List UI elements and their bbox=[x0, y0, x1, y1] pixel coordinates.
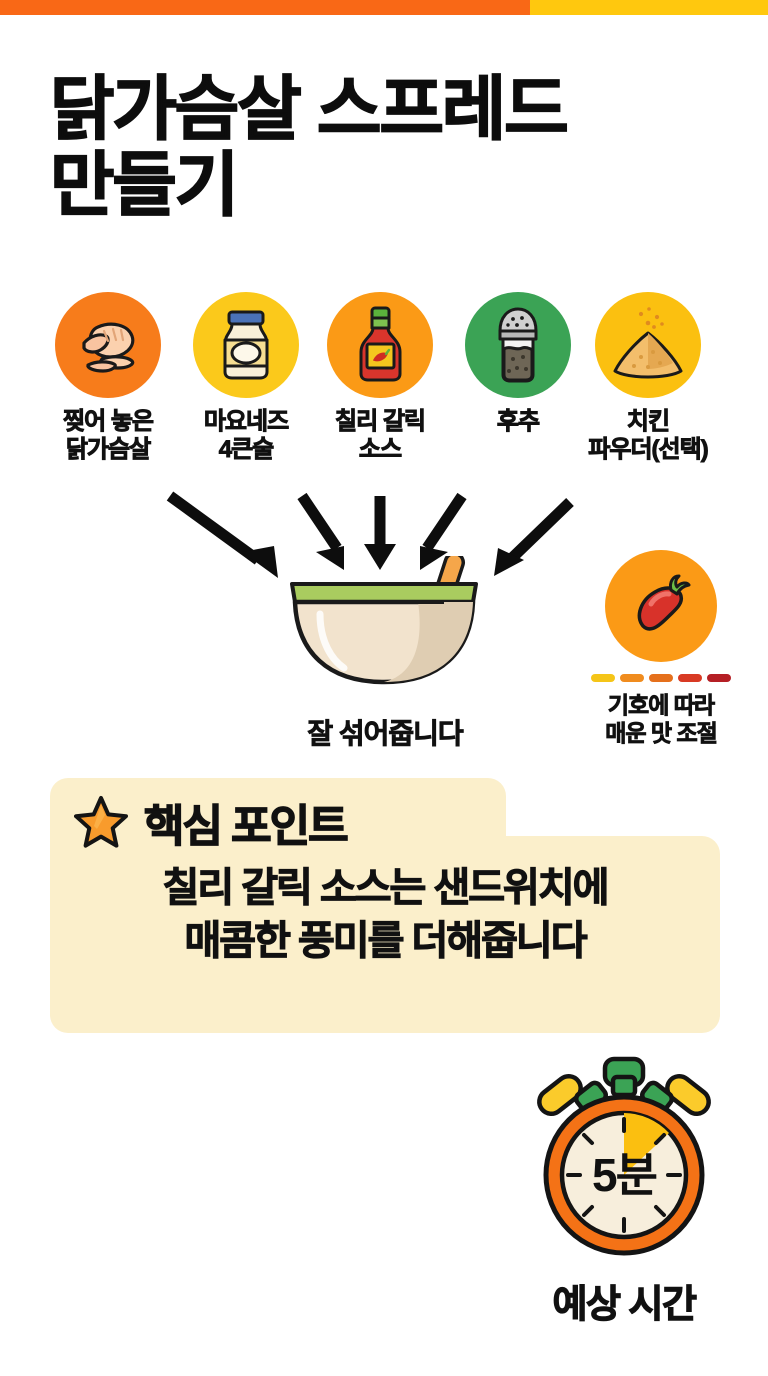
top-bar-yellow-segment bbox=[530, 0, 768, 15]
spice-segment-5 bbox=[707, 674, 731, 682]
ingredient-icon-badge bbox=[55, 292, 161, 398]
chili-sauce-bottle-icon bbox=[359, 306, 402, 382]
stopwatch-crown-stem bbox=[610, 1074, 638, 1098]
ingredient-label: 칠리 갈릭 소스 bbox=[335, 408, 427, 464]
ingredient-list: 찢어 놓은 닭가슴살 마요네즈 4큰술 bbox=[48, 292, 724, 482]
bowl-highlight bbox=[316, 610, 348, 672]
stopwatch-elapsed-wedge bbox=[624, 1113, 669, 1175]
key-point-body-line-2: 매콤한 풍미를 더해줍니다 bbox=[184, 918, 588, 963]
bowl-shadow bbox=[384, 602, 473, 682]
ingredient-item-pepper: 후추 bbox=[458, 292, 578, 436]
mixing-step-label: 잘 섞어줍니다 bbox=[307, 718, 464, 750]
spice-level-card: 기호에 따라 매운 맛 조절 bbox=[572, 550, 750, 747]
ingredient-label: 후추 bbox=[496, 408, 540, 436]
mixing-bowl-icon bbox=[290, 551, 478, 685]
arrow-line-5 bbox=[508, 498, 574, 562]
ingredient-label: 찢어 놓은 닭가슴살 bbox=[63, 408, 155, 464]
pepper-shaker-icon bbox=[498, 307, 538, 383]
ingredient-label: 마요네즈 4큰술 bbox=[203, 408, 289, 464]
arrow-head-2 bbox=[316, 546, 344, 570]
ingredient-item-chicken-powder: 치킨 파우더(선택) bbox=[588, 292, 709, 465]
arrow-line-1 bbox=[166, 491, 262, 565]
shredded-chicken-icon bbox=[82, 322, 135, 373]
spice-segment-2 bbox=[620, 674, 644, 682]
key-point-card-bottom-shape bbox=[50, 836, 720, 1033]
key-point-body-line-1: 칠리 갈릭 소스는 샌드위치에 bbox=[162, 865, 610, 910]
page-title-line-2: 만들기 bbox=[49, 145, 240, 224]
stopwatch-ticks bbox=[566, 1117, 682, 1233]
key-point-heading-row: 핵심 포인트 bbox=[74, 790, 349, 854]
mayonnaise-jar-icon bbox=[223, 310, 269, 380]
key-point-card: 핵심 포인트 칠리 갈릭 소스는 샌드위치에 매콤한 풍미를 더해줍니다 bbox=[50, 778, 720, 1033]
ingredient-icon-badge bbox=[193, 292, 299, 398]
stopwatch-value: 5분 bbox=[592, 1149, 657, 1201]
star-icon bbox=[74, 796, 128, 848]
arrow-line-4 bbox=[422, 492, 467, 552]
chili-stem-icon bbox=[669, 574, 691, 596]
key-point-body: 칠리 갈릭 소스는 샌드위치에 매콤한 풍미를 더해줍니다 bbox=[50, 862, 720, 968]
top-bar-orange-segment bbox=[0, 0, 530, 15]
arrow-line-2 bbox=[297, 492, 342, 552]
stopwatch-left-button bbox=[537, 1073, 583, 1117]
spice-segment-1 bbox=[591, 674, 615, 682]
page-title-line-1: 닭가슴살 스프레드 bbox=[49, 70, 569, 148]
stopwatch-icon: 5분 bbox=[537, 1056, 711, 1256]
mixing-arrows bbox=[166, 491, 574, 578]
ingredient-icon-badge bbox=[595, 292, 701, 398]
stopwatch-right-button bbox=[665, 1073, 711, 1117]
estimated-time-card: 5분 예상 시간 bbox=[500, 1055, 748, 1328]
ingredient-icon-badge bbox=[327, 292, 433, 398]
chicken-powder-icon bbox=[613, 307, 683, 379]
arrow-head-1 bbox=[242, 546, 278, 578]
estimated-time-label: 예상 시간 bbox=[552, 1283, 698, 1326]
ingredient-item-mayonnaise: 마요네즈 4큰술 bbox=[186, 292, 306, 465]
spice-segment-3 bbox=[649, 674, 673, 682]
key-point-content: 핵심 포인트 칠리 갈릭 소스는 샌드위치에 매콤한 풍미를 더해줍니다 bbox=[50, 778, 720, 1033]
ingredient-label: 치킨 파우더(선택) bbox=[588, 408, 709, 464]
page-title: 닭가슴살 스프레드 만들기 bbox=[49, 70, 740, 224]
spice-segment-4 bbox=[678, 674, 702, 682]
arrow-head-5 bbox=[494, 548, 524, 576]
chili-pepper-icon bbox=[637, 574, 691, 631]
spice-level-label: 기호에 따라 매운 맛 조절 bbox=[605, 692, 718, 746]
arrow-head-3 bbox=[364, 544, 396, 570]
key-point-heading: 핵심 포인트 bbox=[143, 801, 349, 851]
arrow-head-4 bbox=[420, 546, 448, 570]
bowl-rim bbox=[290, 582, 478, 604]
ingredient-item-chili-sauce: 칠리 갈릭 소스 bbox=[320, 292, 440, 465]
ingredient-icon-badge bbox=[465, 292, 571, 398]
spice-level-bar bbox=[572, 674, 750, 682]
top-accent-bar bbox=[0, 0, 768, 15]
mixing-bowl-container bbox=[268, 551, 500, 696]
chili-icon-badge bbox=[605, 550, 717, 662]
ingredient-item-chicken: 찢어 놓은 닭가슴살 bbox=[48, 292, 168, 465]
